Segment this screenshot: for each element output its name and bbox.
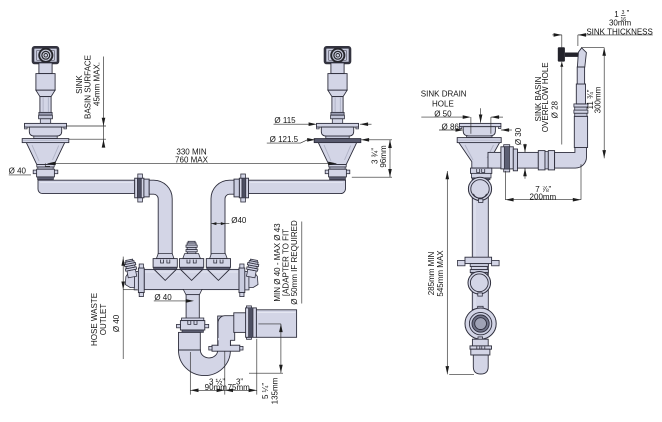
svg-text:545mm MAX: 545mm MAX bbox=[436, 250, 445, 297]
svg-text:Ø 30: Ø 30 bbox=[514, 127, 523, 145]
svg-text:45mm MAX.: 45mm MAX. bbox=[92, 62, 101, 106]
svg-text:Ø 50mm IF REQUIRED: Ø 50mm IF REQUIRED bbox=[290, 220, 299, 305]
svg-text:SINK THICKNESS: SINK THICKNESS bbox=[586, 27, 653, 36]
svg-text:5 ¼”: 5 ¼” bbox=[261, 383, 270, 399]
svg-text:[ADAPTER TO FIT: [ADAPTER TO FIT bbox=[282, 229, 291, 296]
svg-text:300mm: 300mm bbox=[594, 86, 603, 113]
svg-text:760 MAX: 760 MAX bbox=[175, 156, 209, 165]
svg-text:Ø 40: Ø 40 bbox=[154, 293, 172, 302]
svg-text:30mm: 30mm bbox=[609, 19, 632, 28]
svg-text:3”: 3” bbox=[236, 377, 243, 386]
svg-text:Ø 28: Ø 28 bbox=[550, 100, 559, 118]
svg-text:Ø 40: Ø 40 bbox=[9, 167, 27, 176]
svg-text:Ø 86: Ø 86 bbox=[442, 123, 460, 132]
svg-text:HOSE WASTE: HOSE WASTE bbox=[90, 293, 99, 346]
svg-text:135mm: 135mm bbox=[271, 377, 280, 404]
svg-text:16: 16 bbox=[621, 17, 627, 23]
svg-text:3: 3 bbox=[622, 10, 625, 16]
svg-text:Ø 115: Ø 115 bbox=[274, 116, 296, 125]
svg-text:3 ½”: 3 ½” bbox=[209, 377, 225, 386]
svg-text:”: ” bbox=[627, 9, 630, 18]
svg-text:90mm: 90mm bbox=[205, 383, 228, 392]
svg-text:96mm: 96mm bbox=[379, 145, 388, 168]
svg-text:285mm MIN: 285mm MIN bbox=[427, 251, 436, 295]
svg-text:330 MIN: 330 MIN bbox=[176, 147, 206, 156]
svg-text:MIN Ø 40 - MAX Ø 43: MIN Ø 40 - MAX Ø 43 bbox=[273, 223, 282, 302]
svg-text:SINK DRAIN: SINK DRAIN bbox=[421, 89, 467, 98]
svg-text:Ø 50: Ø 50 bbox=[434, 109, 452, 118]
svg-text:OUTLET: OUTLET bbox=[99, 304, 108, 336]
svg-text:OVERFLOW HOLE: OVERFLOW HOLE bbox=[541, 62, 550, 132]
svg-text:Ø40: Ø40 bbox=[231, 216, 247, 225]
svg-text:Ø 121.5: Ø 121.5 bbox=[270, 135, 299, 144]
svg-text:Ø 40: Ø 40 bbox=[112, 314, 121, 332]
svg-text:200mm: 200mm bbox=[530, 192, 557, 201]
svg-text:BASIN SURFACE: BASIN SURFACE bbox=[83, 55, 92, 119]
svg-text:11 ¾”: 11 ¾” bbox=[586, 89, 595, 109]
svg-text:7 ⅞”: 7 ⅞” bbox=[535, 185, 551, 194]
svg-text:75mm: 75mm bbox=[228, 383, 251, 392]
svg-text:SINK: SINK bbox=[75, 75, 84, 94]
svg-text:1: 1 bbox=[614, 10, 619, 19]
svg-text:3 ¾”: 3 ¾” bbox=[371, 148, 380, 164]
svg-text:SINK BASIN: SINK BASIN bbox=[534, 76, 543, 121]
svg-text:HOLE: HOLE bbox=[432, 99, 454, 108]
